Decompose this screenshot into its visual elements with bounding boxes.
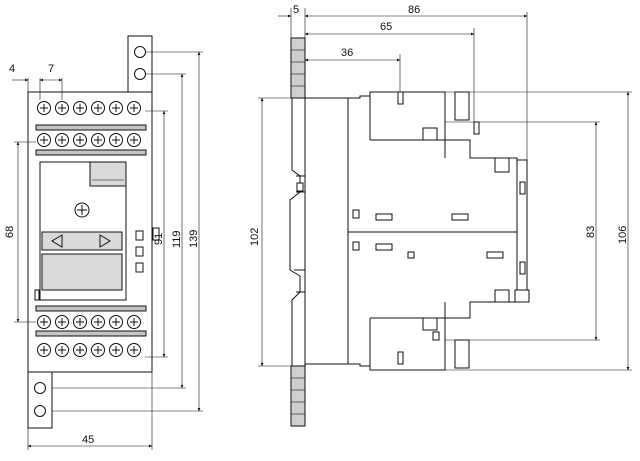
led-indicator	[135, 246, 144, 257]
dim-rail-depth: 5	[278, 4, 306, 38]
dim-label-65: 65	[380, 21, 392, 33]
dim-label-45: 45	[82, 434, 94, 446]
terminal-screw-icon	[91, 101, 105, 115]
dim-label-86: 86	[408, 4, 420, 16]
terminal-screw-icon	[127, 133, 141, 147]
arrow-left-icon	[51, 234, 63, 248]
side-view: 5 86 65 36 102	[249, 4, 632, 427]
terminal-screw-icon	[109, 315, 123, 329]
dim-height-106: 106	[445, 91, 632, 371]
dim-depth-36: 36	[304, 47, 401, 92]
dim-height-91: 91	[145, 110, 168, 358]
terminal-screw-icon	[91, 315, 105, 329]
dim-height-83: 83	[445, 121, 600, 341]
front-view: 4 7 68 91 119	[4, 35, 203, 450]
terminal-screw-icon	[37, 315, 51, 329]
terminal-screw-icon	[37, 343, 51, 357]
terminal-screw-icon	[73, 315, 87, 329]
terminal-screw-icon	[91, 343, 105, 357]
dim-label-68: 68	[4, 226, 16, 238]
dim-label-4: 4	[9, 63, 15, 75]
arrow-right-icon	[99, 234, 111, 248]
terminal-screw-icon	[109, 133, 123, 147]
dim-label-36: 36	[341, 47, 353, 59]
terminal-screw-icon	[55, 343, 69, 357]
terminal-screw-icon	[127, 101, 141, 115]
din-rail-top	[290, 37, 306, 99]
dim-label-7: 7	[48, 63, 54, 75]
dim-height-102: 102	[249, 97, 305, 367]
din-rail-bottom	[290, 365, 306, 427]
terminal-screw-icon	[109, 101, 123, 115]
mounting-tab-top	[127, 35, 153, 95]
dim-height-119: 119	[52, 73, 186, 389]
terminal-screw-icon	[91, 133, 105, 147]
dim-depth-65: 65	[304, 21, 475, 122]
terminal-screw-icon	[127, 315, 141, 329]
terminal-blocks	[37, 101, 141, 357]
mounting-base	[289, 97, 306, 367]
led-indicator	[135, 262, 144, 273]
dim-height-139: 139	[52, 51, 203, 412]
terminal-screw-icon	[73, 133, 87, 147]
dim-label-91: 91	[153, 233, 165, 245]
terminal-screw-icon	[127, 343, 141, 357]
dim-label-83: 83	[585, 226, 597, 238]
terminal-screw-icon	[55, 315, 69, 329]
terminal-screw-icon	[109, 343, 123, 357]
display-window	[41, 253, 123, 291]
dim-height-68: 68	[4, 141, 36, 323]
dim-width-45: 45	[27, 372, 153, 450]
dim-label-5: 5	[293, 4, 299, 16]
terminal-screw-icon	[73, 101, 87, 115]
dim-label-102: 102	[249, 228, 261, 246]
dim-label-119: 119	[171, 230, 183, 248]
dim-top-offset: 4	[9, 63, 41, 100]
dim-label-106: 106	[617, 226, 629, 244]
side-housing	[304, 91, 518, 371]
terminal-screw-icon	[73, 343, 87, 357]
dim-label-139: 139	[188, 230, 200, 248]
terminal-screw-icon	[55, 101, 69, 115]
adjust-knob-icon	[74, 202, 90, 218]
led-indicator	[135, 230, 144, 241]
terminal-screw-icon	[55, 133, 69, 147]
mounting-tab-bottom	[27, 369, 53, 429]
dim-total-depth: 86	[304, 4, 528, 160]
dim-top-pitch: 7	[39, 63, 63, 100]
terminal-screw-icon	[37, 133, 51, 147]
terminal-screw-icon	[37, 101, 51, 115]
